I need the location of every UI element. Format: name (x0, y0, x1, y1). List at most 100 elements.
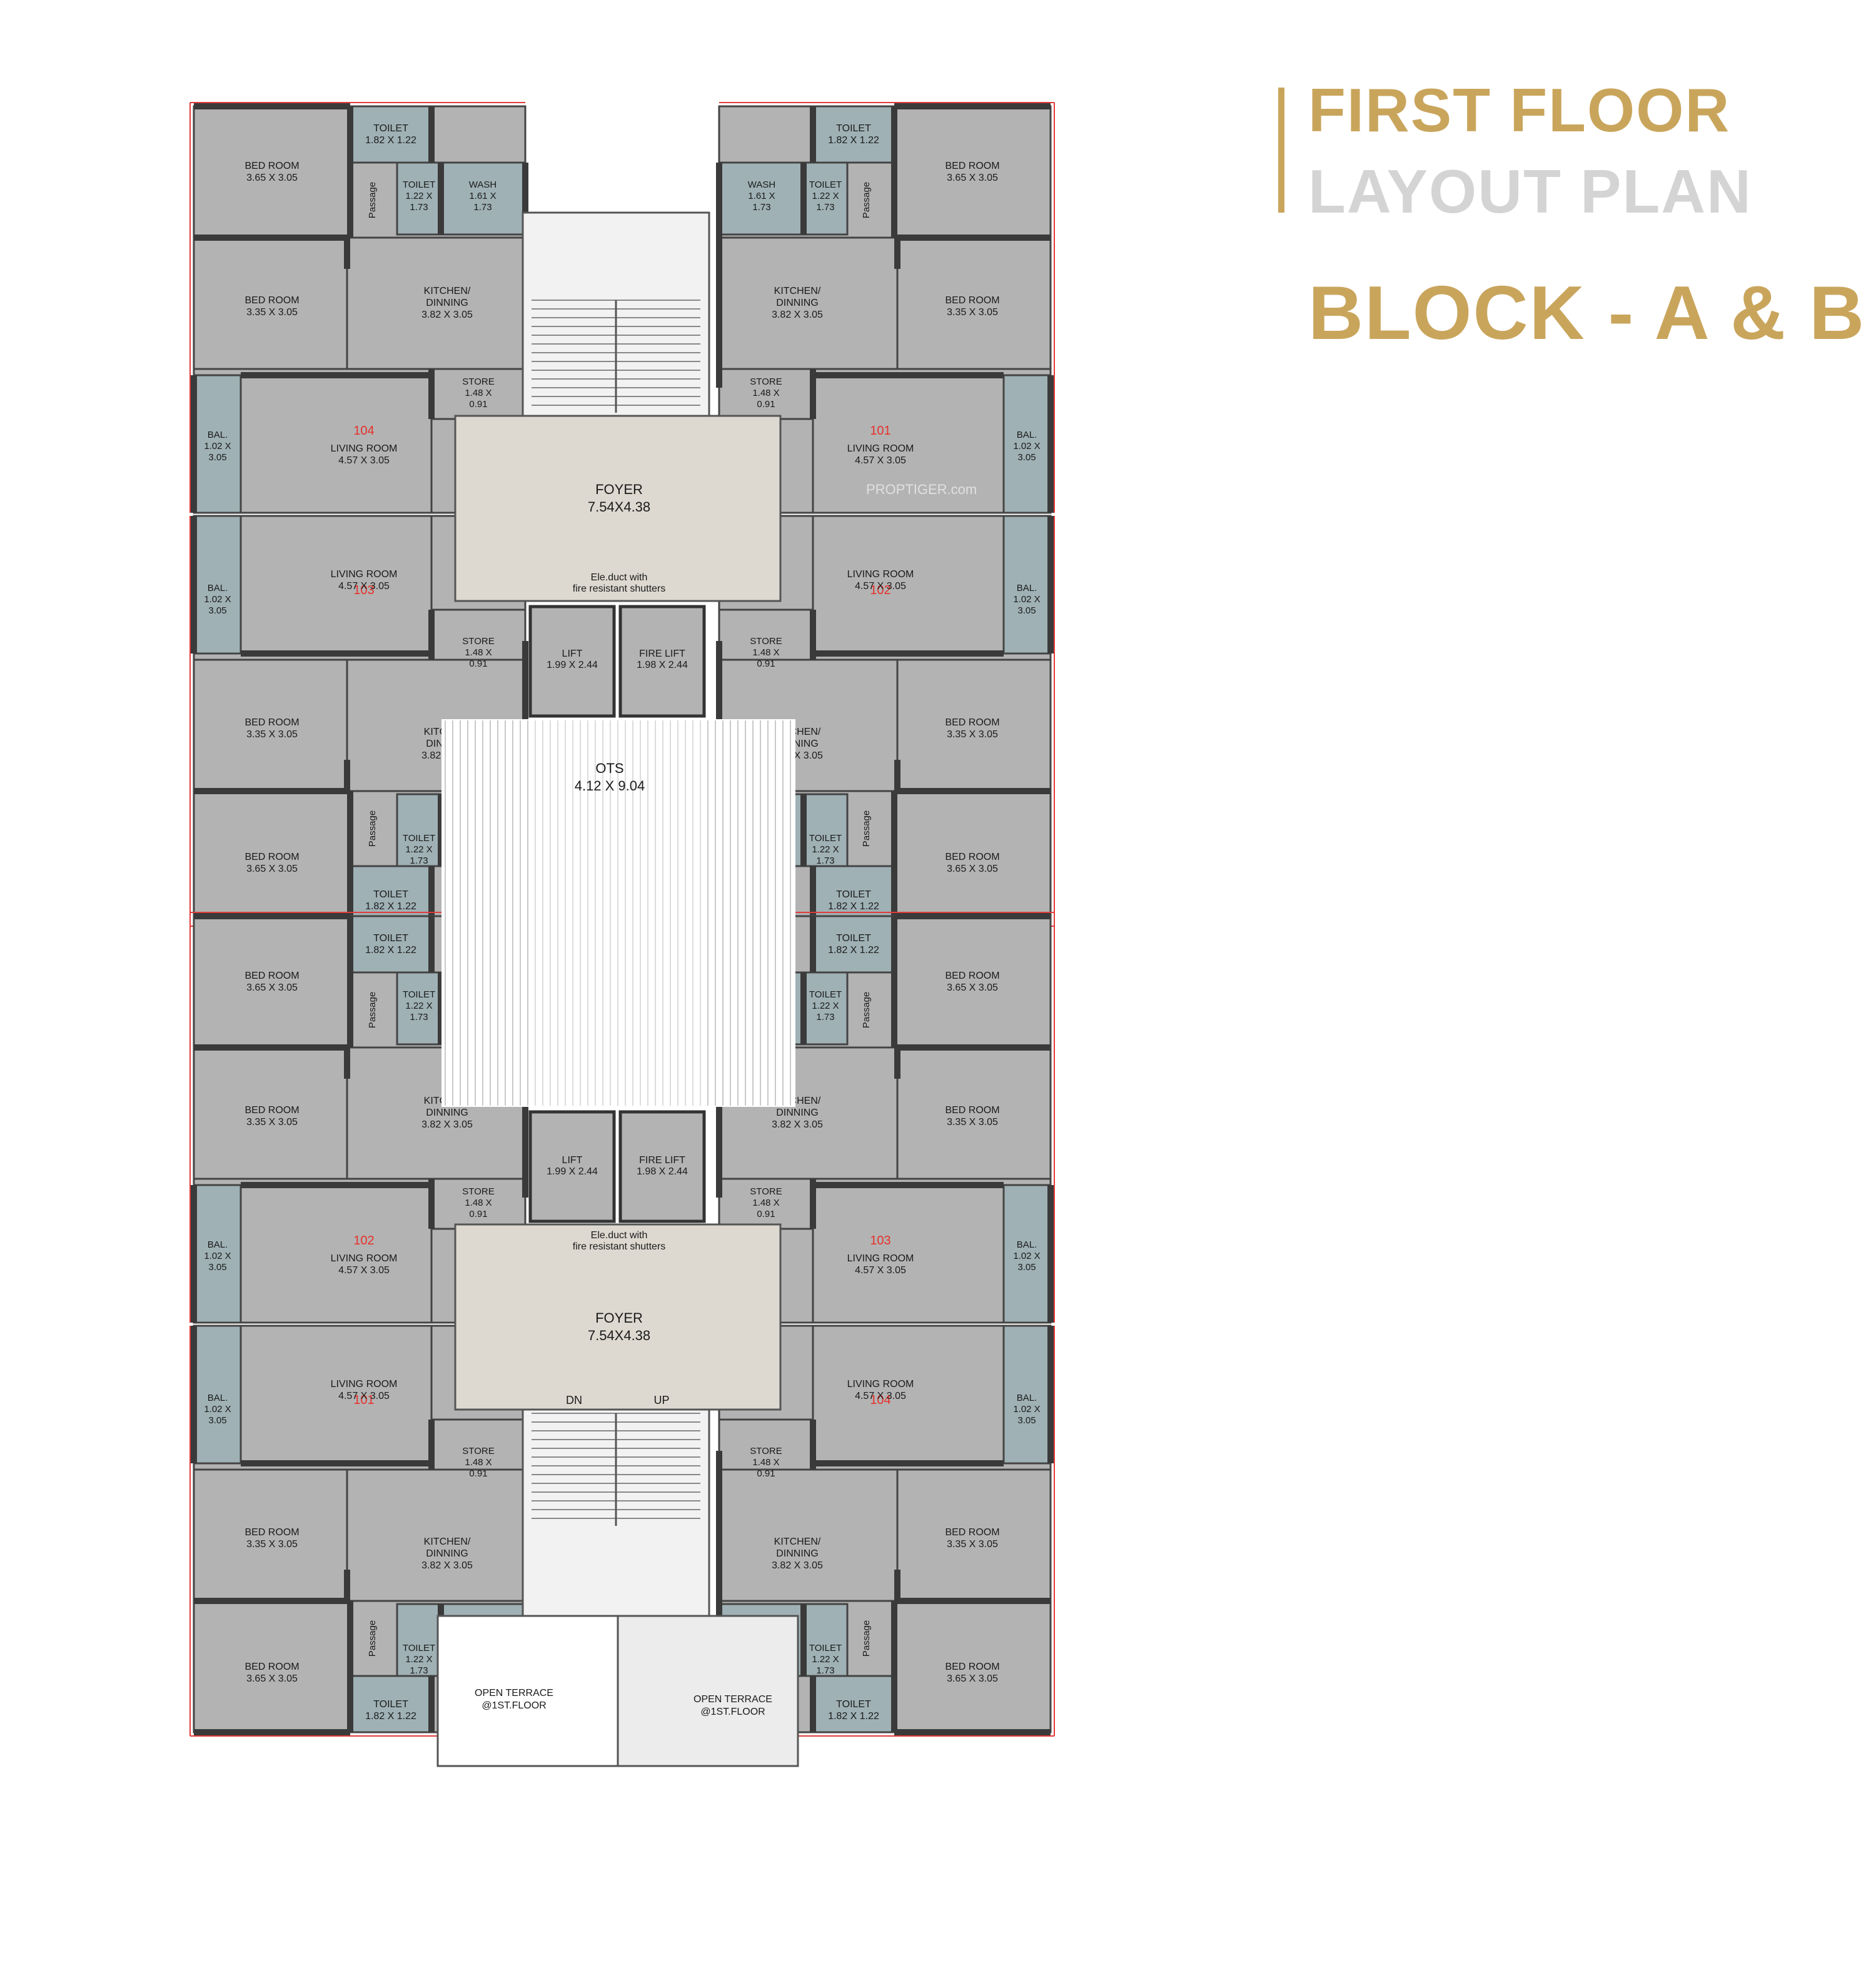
passage-label: Passage (861, 1620, 872, 1657)
bed-room-2-label-line: 3.35 X 3.05 (947, 1117, 998, 1128)
toilet-small (396, 161, 442, 236)
passage-label: Passage (367, 182, 378, 218)
toilet-small-label-line: 1.73 (816, 1665, 834, 1676)
lift-top-name: LIFT (562, 648, 583, 659)
store (718, 1178, 814, 1230)
kitchen-label-line: KITCHEN/ (774, 286, 821, 296)
unit-number: 102 (353, 1234, 374, 1248)
living-room-label-line: 4.57 X 3.05 (338, 455, 390, 466)
unit-number-line: 102 (353, 1234, 374, 1248)
toilet-top-label-line: TOILET (836, 123, 871, 134)
store-label-line: STORE (462, 1446, 494, 1456)
terrace-left-l1: OPEN TERRACE (475, 1688, 553, 1698)
store (430, 608, 527, 661)
kitchen-label-line: 3.82 X 3.05 (772, 1560, 823, 1571)
bed-room-2-label-line: 3.35 X 3.05 (246, 307, 298, 318)
living-room-label-line: 4.57 X 3.05 (855, 581, 906, 592)
watermark: PROPTIGER.com (866, 482, 977, 497)
bed-room-2-label-line: BED ROOM (945, 295, 999, 306)
bed-room-2-label-line: 3.35 X 3.05 (947, 1539, 998, 1550)
toilet-small-label-line: 1.22 X (405, 191, 432, 201)
kitchen-label-line: KITCHEN/ (774, 1537, 821, 1547)
bed-room-2 (896, 1468, 1052, 1602)
foyer-top-dim: 7.54X4.38 (588, 499, 650, 515)
title-layout-plan: LAYOUT PLAN (1308, 157, 1752, 226)
unit-number: 103 (870, 1234, 890, 1248)
bed-room-1-label-line: 3.65 X 3.05 (246, 1673, 298, 1684)
bed-room-2-label-line: BED ROOM (245, 1527, 299, 1538)
toilet-small (802, 1603, 849, 1677)
unit-number: 102 (870, 583, 890, 597)
balcony-label-line: BAL. (208, 583, 228, 593)
unit-number-line: 101 (353, 1393, 374, 1407)
store-label-line: STORE (750, 1446, 782, 1456)
toilet-small-label-line: 1.73 (410, 1665, 428, 1676)
stair-top-steps (532, 300, 700, 413)
toilet-small-label-line: 1.22 X (405, 844, 432, 855)
bed-room-1 (893, 915, 1052, 1049)
passage-label: Passage (367, 992, 378, 1028)
balcony-label-line: 3.05 (208, 1415, 226, 1426)
store-label-line: STORE (750, 376, 782, 387)
balcony-label-line: BAL. (1017, 430, 1037, 440)
stair-bottom-dn-label: DN (566, 1394, 582, 1406)
passage-label: Passage (861, 810, 872, 847)
toilet-small-label-line: 1.22 X (812, 191, 839, 201)
passage-text: Passage (861, 182, 872, 218)
bed-room-1-label-line: BED ROOM (945, 971, 999, 981)
bed-room-1-label-line: 3.65 X 3.05 (246, 982, 298, 993)
living-room-label-line: LIVING ROOM (847, 1253, 914, 1264)
balcony-label: BAL.1.02 X3.05 (1013, 1393, 1040, 1426)
balcony-label-line: 3.05 (1017, 1415, 1036, 1426)
toilet-top-label-line: 1.82 X 1.22 (365, 1711, 416, 1722)
stair-bottom-steps (532, 1413, 700, 1526)
store-label-line: 1.48 X (465, 388, 492, 398)
toilet-small-label-line: 1.73 (816, 855, 834, 866)
kitchen-label-line: DINNING (776, 1548, 819, 1559)
living-room-label-line: 4.57 X 3.05 (338, 1391, 390, 1401)
kitchen-label-line: 3.82 X 3.05 (421, 310, 473, 320)
living-room-label-line: LIVING ROOM (847, 443, 914, 454)
toilet-top-label-line: 1.82 X 1.22 (828, 945, 879, 956)
balcony-label-line: BAL. (208, 1239, 228, 1250)
living-room-label-line: LIVING ROOM (331, 443, 398, 454)
kitchen-label-line: 3.82 X 3.05 (772, 310, 823, 320)
balcony-label: BAL.1.02 X3.05 (204, 1239, 231, 1273)
bed-room-1 (893, 105, 1052, 239)
balcony-label-line: 1.02 X (204, 594, 231, 605)
toilet-top-label-line: TOILET (373, 1699, 408, 1710)
store-label-line: 1.48 X (465, 1457, 492, 1468)
title-block: BLOCK - A & B (1308, 270, 1866, 355)
unit-number-line: 102 (870, 583, 890, 597)
passage-text: Passage (861, 810, 872, 847)
living-room-label-line: 4.57 X 3.05 (338, 1265, 390, 1276)
store-label-line: STORE (750, 636, 782, 647)
toilet-small (802, 161, 849, 236)
lift-bottom-dim: 1.99 X 2.44 (547, 1166, 598, 1177)
foyer-bottom-dim: 7.54X4.38 (588, 1328, 650, 1343)
bed-room-2-label-line: BED ROOM (945, 1105, 999, 1116)
wash-label-line: WASH (748, 179, 775, 190)
bed-room-1-label-line: BED ROOM (945, 1662, 999, 1672)
unit-number: 101 (353, 1393, 374, 1407)
bed-room-2-label-line: BED ROOM (245, 717, 299, 728)
toilet-small-label-line: TOILET (809, 1643, 842, 1653)
wash-label-line: 1.73 (752, 202, 770, 213)
store-label-line: 0.91 (757, 1209, 775, 1219)
bed-room-2-label-line: 3.35 X 3.05 (947, 729, 998, 740)
balcony-label-line: BAL. (208, 430, 228, 440)
